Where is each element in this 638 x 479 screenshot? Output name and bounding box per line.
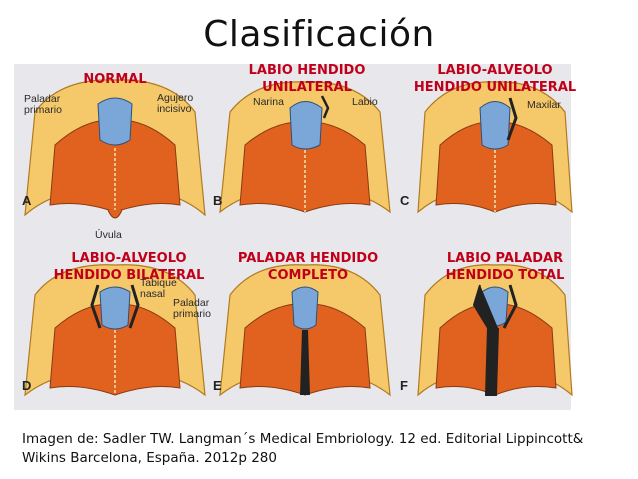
panel-caption: NORMAL (83, 72, 147, 87)
panel-letter: F (400, 378, 408, 393)
panel-letter: D (22, 378, 32, 393)
panel-letter: A (22, 193, 32, 208)
label-uvula: Úvula (95, 229, 122, 241)
label-maxilar: Maxilar (527, 99, 561, 111)
panel-letter: E (213, 378, 222, 393)
label-agujero-incisivo: Agujero incisivo (157, 92, 194, 115)
panel-caption: LABIO-ALVEOLO HENDIDO BILATERAL (53, 251, 205, 283)
image-credit: Imagen de: Sadler TW. Langman´s Medical … (22, 431, 584, 466)
label-tabique-nasal: Tabique nasal (140, 277, 177, 300)
label-paladar-primario-d: Paladar primario (173, 297, 211, 320)
panel-letter: B (213, 193, 223, 208)
label-narina: Narina (253, 96, 284, 108)
panel-caption: LABIO HENDIDO UNILATERAL (248, 63, 366, 95)
panel-caption: LABIO-ALVEOLO HENDIDO UNILATERAL (413, 63, 577, 95)
label-labio: Labio (352, 96, 378, 108)
panel-caption: PALADAR HENDIDO COMPLETO (237, 251, 379, 283)
panel-letter: C (400, 193, 410, 208)
label-paladar-primario: Paladar primario (24, 93, 62, 116)
panel-caption: LABIO PALADAR HENDIDO TOTAL (445, 251, 565, 283)
slide-title: Clasificación (203, 14, 435, 55)
